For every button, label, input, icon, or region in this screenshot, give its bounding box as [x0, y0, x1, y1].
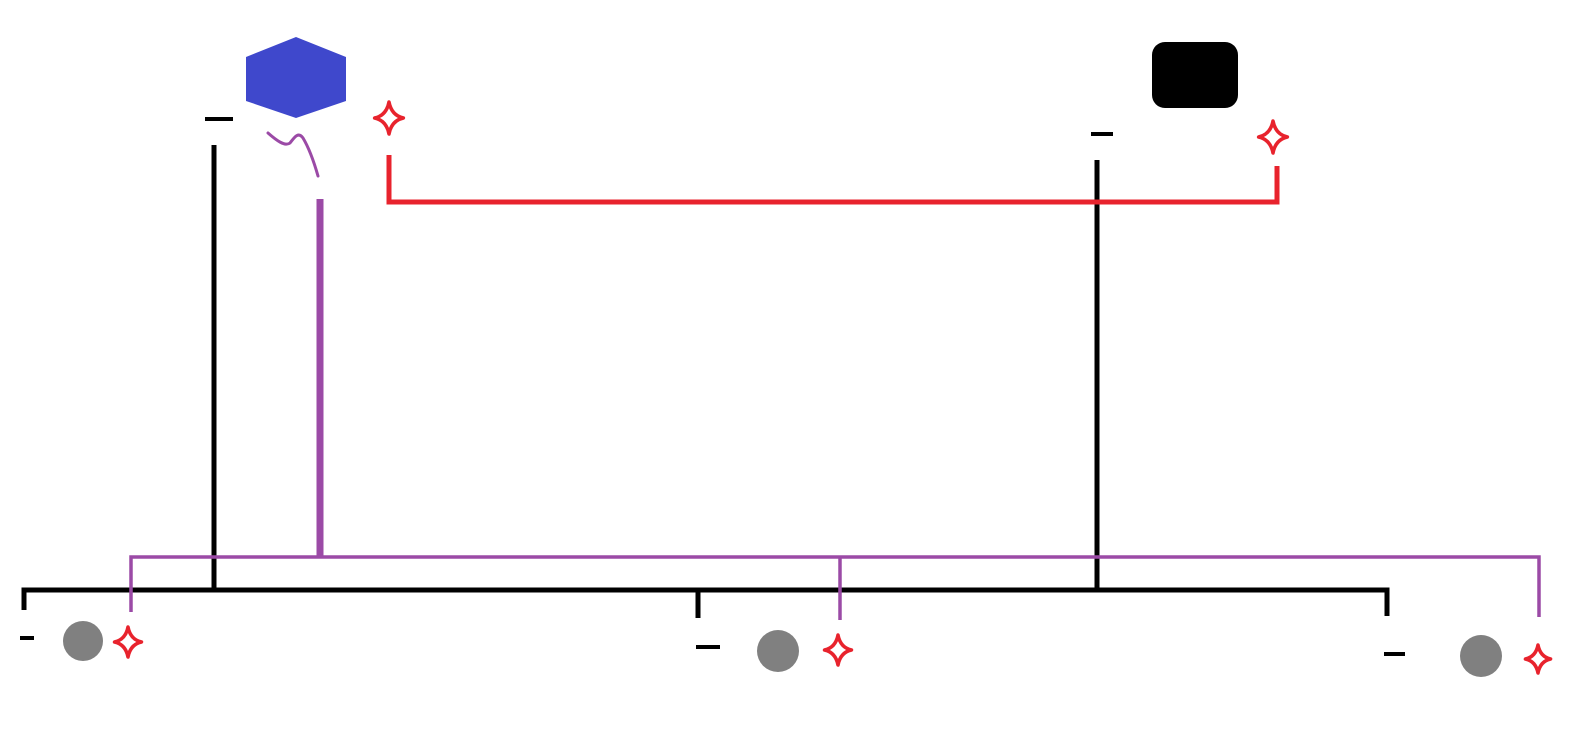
purple-squiggle-line	[266, 131, 320, 178]
node-markers	[20, 100, 1553, 675]
black-bus-line	[21, 587, 1390, 616]
purple-bus-line	[129, 555, 1541, 617]
red-star-icon	[1523, 643, 1553, 675]
rounded-rect-icon	[1152, 42, 1238, 108]
gray-circle-icon	[757, 630, 799, 672]
red-star-icon	[1256, 119, 1290, 155]
red-star-icon	[822, 633, 854, 667]
gray-circle-icon	[63, 621, 103, 661]
hexagon-icon	[246, 37, 346, 118]
node-shapes	[63, 37, 1502, 677]
gray-circle-icon	[1460, 635, 1502, 677]
connector-lines	[21, 131, 1541, 620]
red-connector-line	[386, 155, 1280, 205]
red-star-icon	[112, 625, 144, 659]
red-star-icon	[372, 100, 406, 136]
